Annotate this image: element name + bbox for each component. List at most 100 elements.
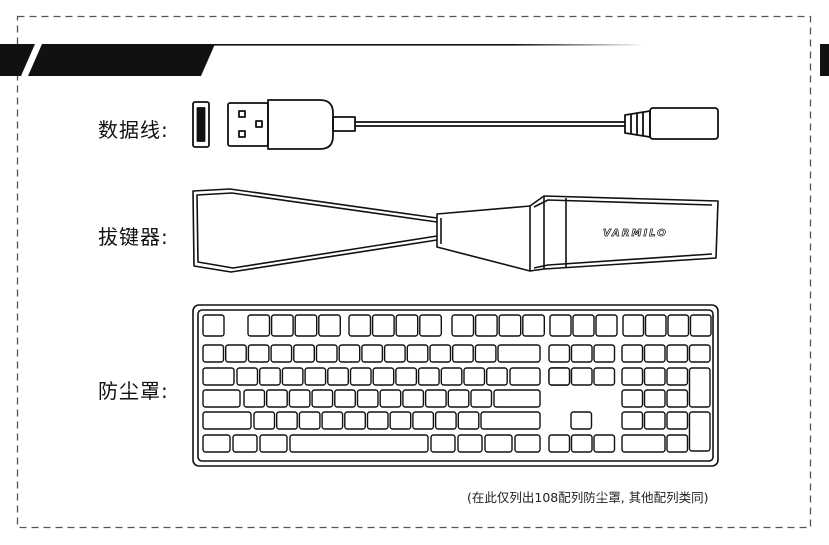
- keyboard-key: [203, 345, 224, 362]
- keyboard-key: [431, 435, 455, 452]
- keyboard-key: [622, 345, 643, 362]
- keyboard-key: [448, 390, 469, 407]
- keyboard-key: [403, 390, 424, 407]
- keyboard-key: [254, 412, 275, 429]
- keyboard-key: [572, 435, 593, 452]
- keyboard-key: [419, 368, 440, 385]
- keyboard-key: [623, 315, 644, 336]
- keyboard-key: [485, 435, 512, 452]
- keyboard-key: [430, 345, 451, 362]
- keyboard-key: [358, 390, 379, 407]
- keyboard-key: [464, 368, 485, 385]
- keyboard-key: [510, 368, 540, 385]
- keyboard-key: [646, 315, 667, 336]
- keyboard-key: [645, 390, 666, 407]
- keyboard-key: [499, 315, 521, 336]
- keyboard-key: [368, 412, 389, 429]
- keyboard-key: [351, 368, 372, 385]
- keyboard-key: [622, 368, 643, 385]
- keyboard-key: [458, 412, 479, 429]
- keyboard-key: [594, 368, 615, 385]
- keyboard-key: [498, 345, 540, 362]
- keyboard-key: [645, 368, 666, 385]
- keyboard-key: [272, 315, 294, 336]
- keyboard-key: [345, 412, 366, 429]
- keyboard-key: [390, 412, 411, 429]
- keyboard-key: [596, 315, 617, 336]
- keyboard-key: [668, 315, 689, 336]
- keyboard-key: [476, 315, 498, 336]
- keyboard-key: [203, 435, 230, 452]
- keyboard-key: [271, 345, 292, 362]
- keyboard-key: [339, 345, 360, 362]
- keyboard-key: [322, 412, 343, 429]
- keyboard-key: [295, 315, 317, 336]
- keyboard-key: [237, 368, 258, 385]
- keyboard-key: [481, 412, 540, 429]
- keyboard-key: [471, 390, 492, 407]
- keyboard-key: [441, 368, 462, 385]
- keyboard-key: [667, 390, 688, 407]
- keyboard-key: [203, 368, 234, 385]
- keyboard-key: [396, 368, 417, 385]
- keyboard-key: [282, 368, 303, 385]
- keyboard-key: [571, 412, 592, 429]
- keyboard-key: [248, 315, 270, 336]
- keyboard-key: [475, 345, 496, 362]
- keyboard-key: [690, 412, 711, 451]
- keyboard-key: [203, 390, 240, 407]
- keyboard-key: [622, 390, 643, 407]
- keyboard-key: [667, 412, 688, 429]
- keyboard-key: [317, 345, 338, 362]
- keyboard-key: [436, 412, 457, 429]
- keyboard-key: [458, 435, 482, 452]
- keyboard-key: [203, 315, 224, 336]
- keyboard-key: [690, 368, 711, 407]
- keyboard-key: [373, 368, 394, 385]
- keyboard-key: [667, 435, 688, 452]
- keyboard-key: [515, 435, 540, 452]
- keyboard-key: [407, 345, 428, 362]
- keyboard-key: [550, 315, 571, 336]
- keyboard-key: [572, 368, 593, 385]
- keyboard-key: [380, 390, 401, 407]
- keyboard-key: [244, 390, 265, 407]
- keyboard-key: [549, 368, 570, 385]
- keyboard-key: [373, 315, 395, 336]
- keyboard-key: [260, 435, 287, 452]
- keyboard-key: [594, 435, 615, 452]
- keyboard-key: [299, 412, 320, 429]
- keyboard-key: [385, 345, 406, 362]
- keyboard-key: [203, 412, 251, 429]
- keyboard-key: [690, 345, 711, 362]
- keyboard-key: [573, 315, 594, 336]
- keyboard-key: [549, 345, 570, 362]
- keyboard-key: [645, 412, 666, 429]
- keyboard-key: [362, 345, 383, 362]
- keyboard-key: [691, 315, 712, 336]
- keyboard-key: [396, 315, 418, 336]
- keyboard-key: [572, 345, 593, 362]
- keyboard-key: [452, 315, 474, 336]
- keyboard-key: [594, 345, 615, 362]
- keyboard-key: [328, 368, 349, 385]
- keyboard-key: [312, 390, 333, 407]
- keyboard-key: [349, 315, 371, 336]
- keyboard-key: [319, 315, 341, 336]
- keyboard-key: [226, 345, 247, 362]
- keyboard-key: [260, 368, 281, 385]
- keyboard-key: [622, 435, 665, 452]
- keyboard-key: [277, 412, 298, 429]
- keyboard-key: [667, 368, 688, 385]
- keyboard-key: [494, 390, 540, 407]
- keyboard-key: [523, 315, 545, 336]
- keyboard-key: [289, 390, 310, 407]
- keyboard-key: [305, 368, 326, 385]
- keyboard-key: [622, 412, 643, 429]
- keyboard-key: [335, 390, 356, 407]
- keyboard-key: [549, 435, 570, 452]
- keyboard-key: [420, 315, 442, 336]
- keyboard-key: [267, 390, 288, 407]
